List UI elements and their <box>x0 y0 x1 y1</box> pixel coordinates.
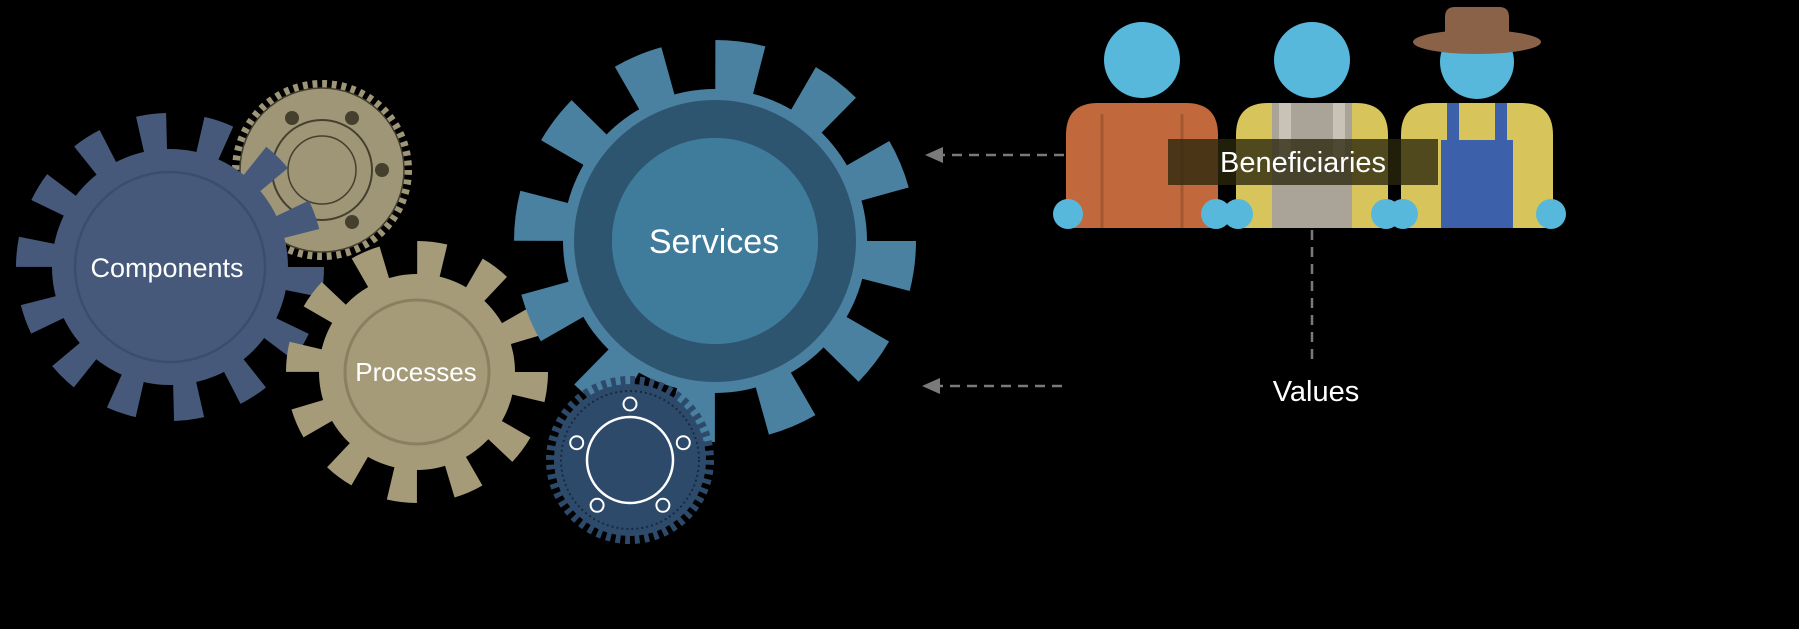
beneficiaries-band <box>1168 139 1438 185</box>
services-gear-inner <box>612 138 818 344</box>
components-gear <box>16 113 324 421</box>
processes-gear-body <box>319 274 515 470</box>
person1-hand-right <box>1201 199 1231 229</box>
processes-label: Processes <box>355 357 476 387</box>
beneficiaries-label: Beneficiaries <box>1220 147 1386 179</box>
person2-hand-left <box>1223 199 1253 229</box>
person3-hand-right <box>1536 199 1566 229</box>
arrow-top-head-icon <box>925 147 943 163</box>
navy-sprocket-white-ring <box>585 415 675 505</box>
services-gear-dark-ring <box>574 100 856 382</box>
tan-sprocket-body <box>239 87 405 253</box>
processes-gear-ring <box>343 298 491 446</box>
person3-hand-left <box>1388 199 1418 229</box>
processes-gear <box>286 241 548 503</box>
arrow-bottom-head-icon <box>922 378 940 394</box>
navy-sprocket-body <box>554 384 706 536</box>
person1-head <box>1104 22 1180 98</box>
person-orange-icon <box>1053 22 1231 229</box>
components-gear-body <box>52 149 288 385</box>
components-gear-teeth <box>16 113 324 421</box>
person3-overalls <box>1441 103 1513 228</box>
components-label: Components <box>90 253 243 283</box>
processes-gear-teeth <box>286 241 548 503</box>
farmer-hat-icon <box>1413 7 1541 54</box>
person1-body <box>1066 103 1218 228</box>
navy-sprocket-dotted-ring <box>560 390 700 530</box>
tan-sprocket-ring-inner <box>287 135 357 205</box>
navy-sprocket-teeth <box>546 376 714 544</box>
components-gear-ring <box>73 170 267 364</box>
person-farmer-icon <box>1388 7 1566 229</box>
person-vest-icon <box>1223 22 1401 229</box>
services-label: Services <box>649 223 779 261</box>
connectors <box>922 147 1314 394</box>
values-label: Values <box>1273 376 1360 408</box>
beneficiary-people <box>1053 7 1566 229</box>
person1-hand-left <box>1053 199 1083 229</box>
services-gear-teeth <box>514 40 916 442</box>
hat-crown <box>1445 7 1509 43</box>
services-gear <box>514 40 916 442</box>
person2-head <box>1274 22 1350 98</box>
person1-head-hands <box>1053 22 1231 229</box>
tan-sprocket-teeth <box>232 80 412 260</box>
navy-sprocket-bolt-holes <box>569 396 691 513</box>
navy-sprocket-gear <box>546 376 714 544</box>
